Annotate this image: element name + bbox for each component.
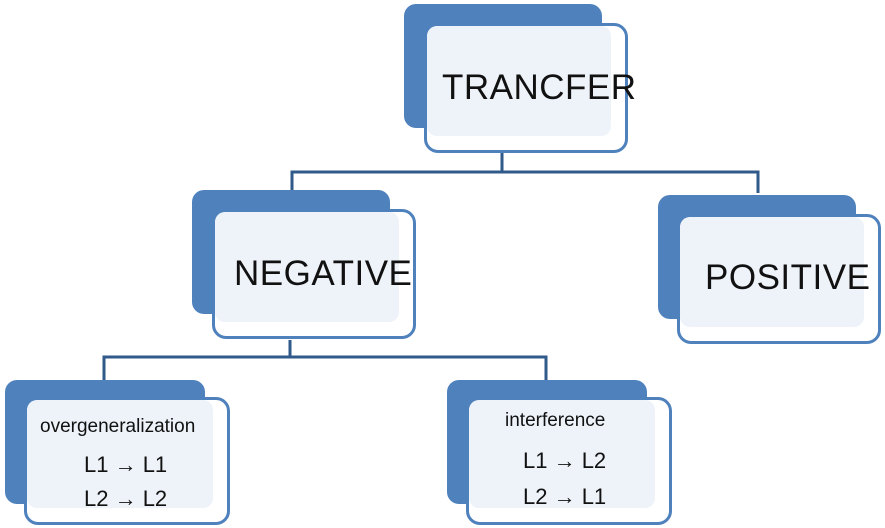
node-overgeneralization-card: [24, 397, 230, 525]
node-interference-title: interference: [505, 410, 606, 431]
node-overgeneralization-title: overgeneralization: [40, 416, 196, 437]
node-positive-label: POSITIVE: [705, 258, 871, 297]
node-overgeneralization-line2: L2 → L2: [84, 486, 168, 511]
node-overgeneralization-line1: L1 → L1: [84, 452, 168, 477]
node-transfer-label: TRANCFER: [442, 68, 637, 107]
connector-root-negative: [290, 150, 504, 190]
node-interference-line2: L2 → L1: [523, 484, 607, 509]
node-interference-card: [466, 397, 672, 525]
connector-root-positive: [502, 170, 760, 193]
node-interference-line1: L1 → L2: [523, 448, 607, 473]
connector-negative-interference: [290, 355, 548, 380]
node-negative-label: NEGATIVE: [234, 254, 413, 293]
connector-negative-overgeneralization: [102, 340, 292, 380]
node-transfer-card: [424, 23, 628, 153]
node-positive-card: [677, 214, 881, 344]
node-negative-card: [212, 209, 416, 339]
